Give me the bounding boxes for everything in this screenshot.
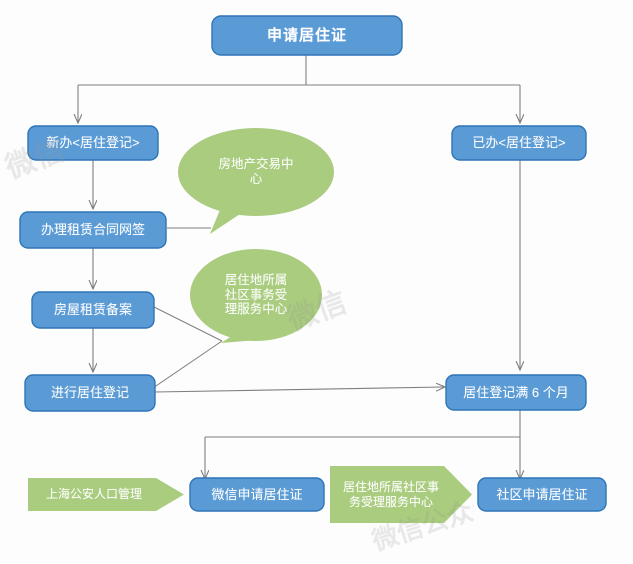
callout-community-service-center [190, 249, 322, 343]
node-lease-contract-online[interactable] [19, 211, 167, 249]
node-lease-filing[interactable] [31, 291, 155, 329]
chevron-community-service-office[interactable] [330, 466, 472, 523]
callout-real-estate-center [178, 128, 334, 234]
node-wechat-apply[interactable] [189, 477, 325, 512]
chevron-police-population[interactable] [28, 478, 184, 511]
edge-six-months-split [205, 410, 520, 478]
edge-root-split [78, 55, 520, 122]
node-do-residence-registration[interactable] [24, 374, 156, 412]
node-root[interactable] [211, 15, 403, 56]
edge-callout-community [149, 304, 223, 391]
node-community-apply[interactable] [477, 477, 607, 512]
node-new-registration[interactable] [27, 125, 159, 161]
edge-do-registration-to-six-months [154, 387, 444, 393]
node-six-months[interactable] [445, 374, 587, 411]
node-already-registered[interactable] [451, 125, 587, 161]
